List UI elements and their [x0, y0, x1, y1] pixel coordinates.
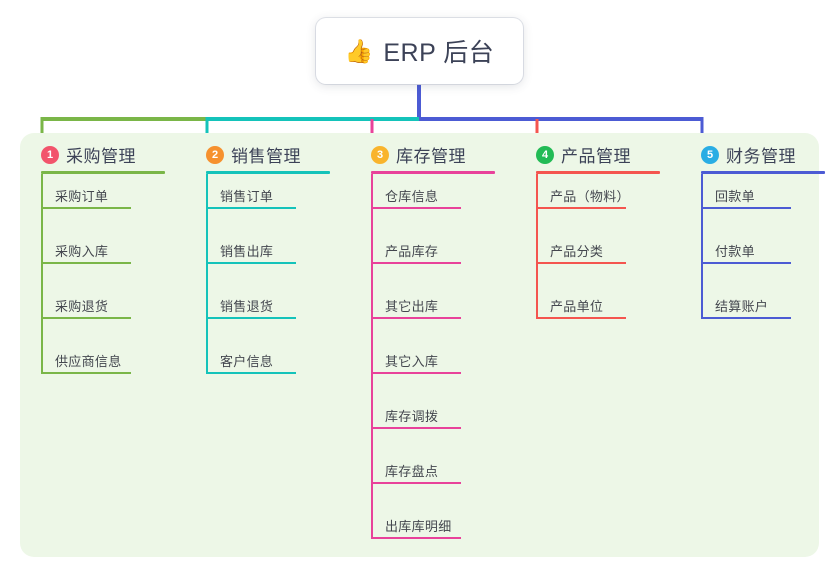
leaf-underline: [41, 317, 131, 319]
leaf-label: 采购退货: [55, 299, 109, 314]
branch-badge-2: 2: [206, 145, 224, 164]
branches-panel: [20, 133, 819, 557]
branch-spine-3: [371, 174, 373, 539]
leaf-label: 结算账户: [715, 299, 769, 314]
branch-spine-4: [536, 174, 538, 319]
leaf-label: 回款单: [715, 189, 755, 204]
root-title: ERP 后台: [383, 39, 495, 67]
branch-badge-4: 4: [536, 145, 554, 164]
branch-label-4: 产品管理: [561, 147, 631, 166]
leaf-label: 付款单: [715, 244, 755, 259]
thumbs-up-icon: 👍: [344, 37, 374, 64]
leaf-underline: [701, 262, 791, 264]
branch-badge-3: 3: [371, 145, 389, 164]
leaf-underline: [536, 317, 626, 319]
branch-column-5: 5 财务管理回款单付款单结算账户: [680, 133, 839, 557]
branch-spine-2: [206, 174, 208, 374]
leaf-underline: [371, 207, 461, 209]
leaf-underline: [371, 372, 461, 374]
leaf-label: 仓库信息: [385, 189, 439, 204]
branch-header-5[interactable]: 5 财务管理: [701, 142, 796, 167]
branch-badge-1: 1: [41, 145, 59, 164]
leaf-label: 供应商信息: [55, 354, 122, 369]
branch-underline-4: [536, 171, 660, 174]
leaf-label: 产品单位: [550, 299, 604, 314]
branch-header-1[interactable]: 1 采购管理: [41, 142, 136, 167]
branch-spine-5: [701, 174, 703, 319]
leaf-underline: [701, 207, 791, 209]
leaf-label: 库存调拨: [385, 409, 439, 424]
branch-spine-1: [41, 174, 43, 374]
branch-underline-5: [701, 171, 825, 174]
leaf-underline: [371, 537, 461, 539]
branch-badge-5: 5: [701, 145, 719, 164]
leaf-underline: [206, 372, 296, 374]
leaf-underline: [41, 372, 131, 374]
leaf-underline: [701, 317, 791, 319]
branch-header-4[interactable]: 4 产品管理: [536, 142, 631, 167]
leaf-underline: [371, 482, 461, 484]
leaf-underline: [206, 262, 296, 264]
leaf-underline: [371, 262, 461, 264]
leaf-label: 销售出库: [220, 244, 274, 259]
branch-column-4: 4 产品管理产品（物料） 产品分类产品单位: [515, 133, 680, 557]
leaf-underline: [41, 262, 131, 264]
leaf-label: 其它入库: [385, 354, 439, 369]
leaf-underline: [536, 207, 626, 209]
leaf-label: 产品库存: [385, 244, 439, 259]
branch-underline-2: [206, 171, 330, 174]
leaf-label: 客户信息: [220, 354, 274, 369]
branch-column-1: 1 采购管理采购订单采购入库采购退货供应商信息: [20, 133, 185, 557]
leaf-label: 出库库明细: [385, 519, 452, 534]
branch-label-3: 库存管理: [396, 147, 466, 166]
branch-columns: 1 采购管理采购订单采购入库采购退货供应商信息 2 销售管理销售订单销售出库销售退货客…: [20, 133, 825, 557]
leaf-label: 其它出库: [385, 299, 439, 314]
branch-label-5: 财务管理: [726, 147, 796, 166]
branch-header-3[interactable]: 3 库存管理: [371, 142, 466, 167]
leaf-label: 销售退货: [220, 299, 274, 314]
leaf-label: 产品分类: [550, 244, 604, 259]
leaf-underline: [371, 317, 461, 319]
branch-underline-1: [41, 171, 165, 174]
leaf-underline: [536, 262, 626, 264]
leaf-underline: [371, 427, 461, 429]
branch-label-1: 采购管理: [66, 147, 136, 166]
leaf-underline: [206, 207, 296, 209]
leaf-label: 库存盘点: [385, 464, 439, 479]
leaf-label: 采购订单: [55, 189, 109, 204]
branch-column-2: 2 销售管理销售订单销售出库销售退货客户信息: [185, 133, 350, 557]
leaf-underline: [41, 207, 131, 209]
leaf-underline: [206, 317, 296, 319]
branch-header-2[interactable]: 2 销售管理: [206, 142, 301, 167]
leaf-label: 采购入库: [55, 244, 109, 259]
root-node[interactable]: 👍 ERP 后台: [316, 18, 523, 84]
leaf-label: 产品（物料）: [550, 189, 630, 204]
branch-label-2: 销售管理: [231, 147, 301, 166]
leaf-label: 销售订单: [220, 189, 274, 204]
branch-underline-3: [371, 171, 495, 174]
branch-column-3: 3 库存管理仓库信息产品库存其它出库其它入库库存调拨库存盘点出库库明细: [350, 133, 515, 557]
